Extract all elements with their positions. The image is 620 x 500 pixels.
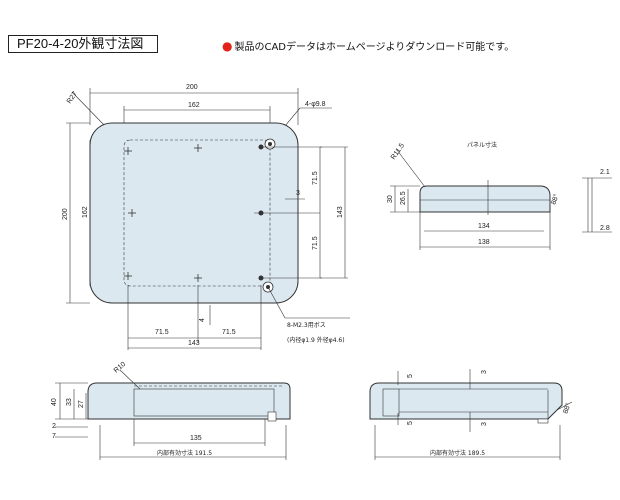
front-view: R10 40 33 27 2 7 135 内部有効寸法 191.5 [51, 361, 291, 460]
dim-4: 4 [199, 318, 206, 322]
dim-inner-h-162: 162 [82, 206, 89, 218]
dim-inner-162: 162 [188, 102, 200, 109]
panel-h26-5: 26.5 [400, 191, 407, 205]
front-h40: 40 [51, 398, 58, 406]
boss-label: 8-M2.3用ボス [287, 321, 326, 329]
front-w135: 135 [190, 435, 202, 442]
front-h7: 7 [52, 433, 56, 440]
note-text: 製品のCADデータはホームページよりダウンロード可能です。 [234, 42, 515, 53]
dim-71-5-upper: 71.5 [312, 171, 319, 185]
side-d3-bottom: 3 [481, 422, 488, 426]
cad-download-note: ●製品のCADデータはホームページよりダウンロード可能です。 [222, 38, 514, 53]
panel-angle: 88° [549, 193, 560, 206]
bullet-icon: ● [222, 39, 233, 53]
front-body [87, 382, 291, 420]
side-view: 5 5 3 3 88° 内部有効寸法 189.5 [369, 369, 573, 460]
dim-bottom-71-5-right: 71.5 [222, 329, 236, 336]
boss-sub-label: (内径φ1.9 外径φ4.6) [287, 336, 345, 344]
panel-h30: 30 [387, 195, 394, 203]
dim-3: 3 [296, 190, 300, 197]
side-body [369, 382, 563, 420]
side-inner-dim: 内部有効寸法 189.5 [430, 449, 485, 457]
side-d3-top: 3 [481, 370, 488, 374]
side-angle: 88° [561, 402, 572, 415]
panel-t2-8: 2.8 [600, 225, 610, 232]
panel-label: パネル寸法 [467, 141, 497, 149]
side-d5-bottom: 5 [407, 421, 414, 425]
dim-bottom-71-5-left: 71.5 [155, 329, 169, 336]
dim-71-5-lower: 71.5 [312, 236, 319, 250]
page-title: PF20-4-20外観寸法図 [8, 35, 158, 53]
panel-view: パネル寸法 R11.5 30 26.5 134 138 88° 2.1 2.8 [387, 141, 612, 250]
dim-height-200: 200 [62, 208, 69, 220]
panel-w138: 138 [478, 239, 490, 246]
front-h33: 33 [66, 398, 73, 406]
front-h27: 27 [78, 400, 85, 408]
front-h2: 2 [52, 423, 56, 430]
panel-w134: 134 [478, 223, 490, 230]
dim-143-vertical: 143 [337, 206, 344, 218]
dim-width-200: 200 [186, 84, 198, 91]
dim-bottom-143: 143 [188, 340, 200, 347]
front-radius: R10 [113, 361, 127, 375]
top-view: 200 162 R27 4-φ9.8 [62, 84, 350, 350]
panel-body [419, 185, 551, 213]
dim-holes: 4-φ9.8 [305, 101, 326, 108]
side-d5-top: 5 [407, 374, 414, 378]
panel-radius: R11.5 [390, 142, 406, 161]
panel-t2-1: 2.1 [600, 169, 610, 176]
dim-radius-r27: R27 [66, 91, 79, 106]
front-inner-dim: 内部有効寸法 191.5 [157, 449, 212, 457]
